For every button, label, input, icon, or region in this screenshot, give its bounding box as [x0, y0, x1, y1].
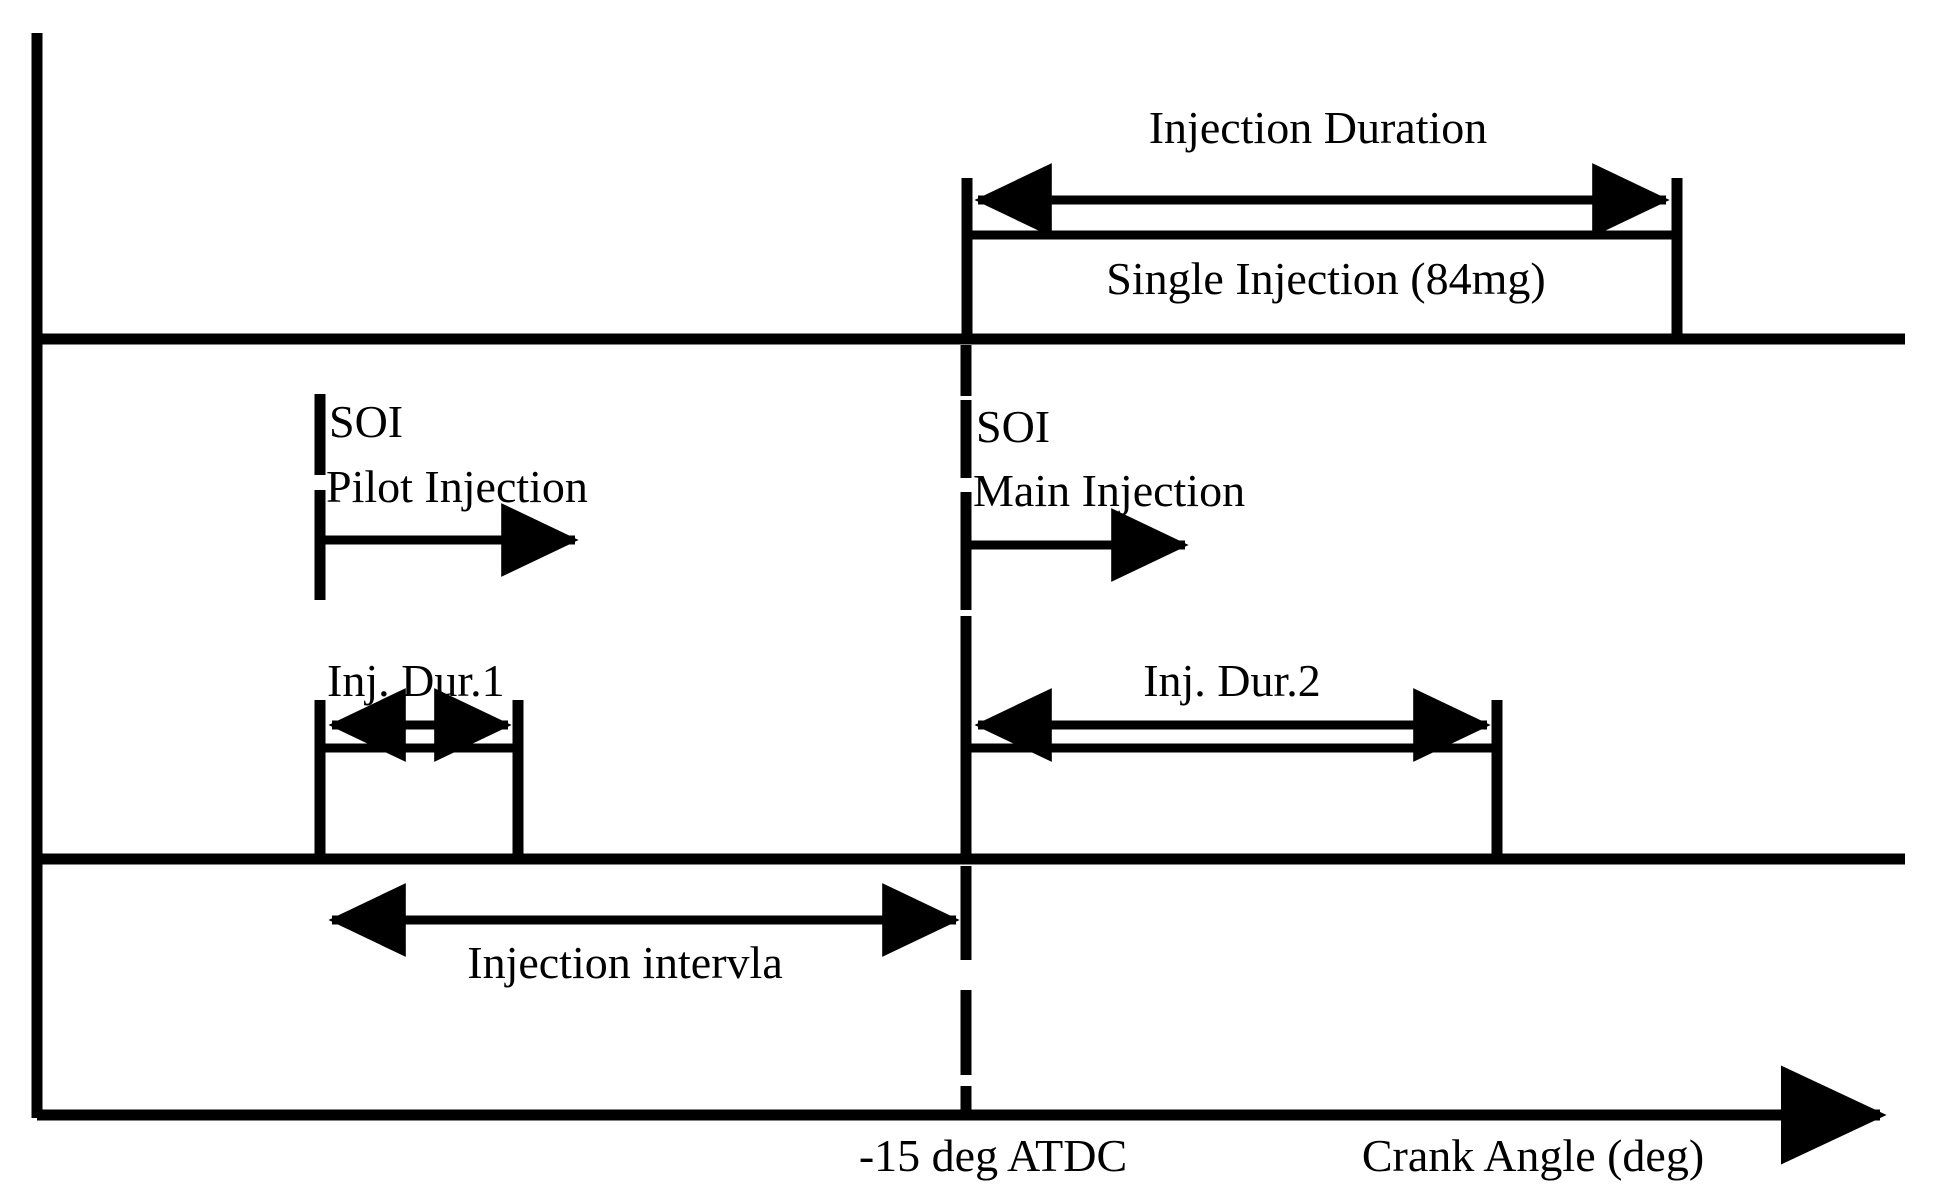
- atdc-tick-label: -15 deg ATDC: [858, 1130, 1128, 1181]
- injection-interval-label: Injection intervla: [467, 937, 783, 988]
- single-injection-label: Single Injection (84mg): [1106, 253, 1546, 304]
- inj-dur-2-label: Inj. Dur.2: [1143, 655, 1321, 706]
- soi-pilot-group: [314, 394, 579, 600]
- pilot-injection-label: Pilot Injection: [326, 461, 588, 512]
- main-injection-label: Main Injection: [973, 465, 1246, 516]
- single-injection-group: [961, 163, 1683, 339]
- inj-dur-2-group: [960, 688, 1503, 859]
- injection-duration-label: Injection Duration: [1148, 102, 1488, 153]
- soi-pilot-label: SOI: [329, 396, 404, 447]
- crank-angle-axis-label: Crank Angle (deg): [1361, 1130, 1705, 1181]
- inj-dur-1-label: Inj. Dur.1: [327, 655, 505, 706]
- inj-dur-1-group: [314, 688, 524, 859]
- soi-main-label: SOI: [976, 401, 1051, 452]
- soi-main-group: [960, 400, 1189, 610]
